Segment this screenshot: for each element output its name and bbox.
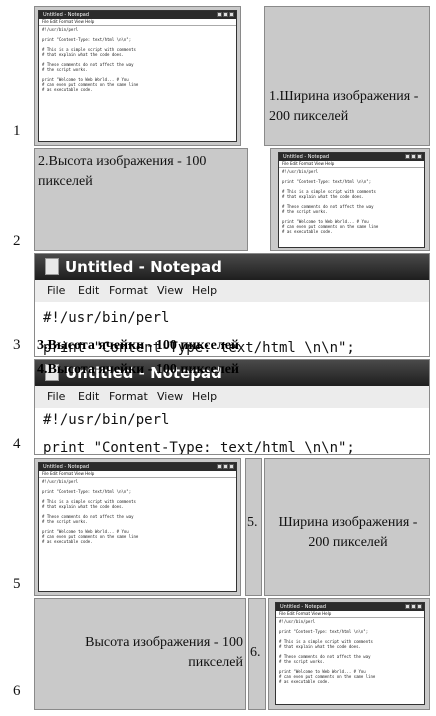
menu-edit[interactable]: Edit xyxy=(78,390,100,403)
notepad-icon xyxy=(45,364,59,381)
row4-label: 4.Высота ячейки - 100 пикселей xyxy=(37,362,239,377)
row5-prefix: 5. xyxy=(247,515,258,530)
menu-help[interactable]: Help xyxy=(192,284,218,297)
row1-image-cell: Untitled - Notepad File Edit Format View… xyxy=(34,6,241,146)
thumb-menubar: File Edit Format View Help xyxy=(39,19,236,26)
row-number-1: 1 xyxy=(13,123,21,139)
thumb-window-buttons xyxy=(217,12,234,17)
row1-text-cell: 1.Ширина изображения - 200 пикселей xyxy=(264,6,430,146)
thumb-titlebar xyxy=(39,463,236,471)
thumb-title: Untitled - Notepad xyxy=(43,12,90,18)
row5-label: Ширина изображения - 200 пикселей xyxy=(278,515,418,550)
row-number-2: 2 xyxy=(13,233,21,249)
thumb-titlebar xyxy=(39,11,236,19)
row6-label: Высота изображения - 100 пикселей xyxy=(85,635,243,670)
thumb-menubar: File Edit Format View Help xyxy=(39,471,236,478)
menu-file[interactable]: File xyxy=(47,390,66,403)
thumb-titlebar xyxy=(279,153,424,161)
menu-view[interactable]: View xyxy=(157,390,184,403)
menu-format[interactable]: Format xyxy=(109,284,148,297)
row6-text-cell: Высота изображения - 100 пикселей xyxy=(34,598,246,710)
thumb-title: Untitled - Notepad xyxy=(283,154,330,160)
notepad-text-area: #!/usr/bin/perl print "Content-Type: tex… xyxy=(35,302,429,356)
row2-label: 2.Высота изображения - 100 пикселей xyxy=(38,154,207,189)
notepad-titlebar: Untitled - Notepad xyxy=(35,360,429,386)
notepad-menubar: File Edit Format View Help xyxy=(35,386,429,409)
notepad-icon xyxy=(45,258,59,275)
row4-notepad-cell: Untitled - Notepad File Edit Format View… xyxy=(34,359,430,455)
row6-prefix: 6. xyxy=(250,645,261,660)
thumb-titlebar xyxy=(276,603,424,611)
thumb-title: Untitled - Notepad xyxy=(280,604,327,610)
row1-label: 1.Ширина изображения - 200 пикселей xyxy=(269,89,419,124)
notepad-thumbnail: Untitled - Notepad File Edit Format View… xyxy=(278,152,425,248)
thumb-code: #!/usr/bin/perl print "Content-Type: tex… xyxy=(42,479,139,544)
notepad-title: Untitled - Notepad xyxy=(65,258,222,276)
thumb-code: #!/usr/bin/perl print "Content-Type: tex… xyxy=(279,619,376,684)
thumb-code: #!/usr/bin/perl print "Content-Type: tex… xyxy=(42,27,139,92)
row3-label: 3.Высота ячейки - 100 пикселей xyxy=(37,338,239,353)
notepad-text-area: #!/usr/bin/perl print "Content-Type: tex… xyxy=(35,408,429,454)
menu-view[interactable]: View xyxy=(157,284,184,297)
notepad-thumbnail: Untitled - Notepad File Edit Format View… xyxy=(38,10,237,142)
thumb-menubar: File Edit Format View Help xyxy=(276,611,424,618)
notepad-titlebar: Untitled - Notepad xyxy=(35,254,429,280)
thumb-code: #!/usr/bin/perl print "Content-Type: tex… xyxy=(282,169,379,234)
row-number-5: 5 xyxy=(13,576,21,592)
row5-prefix-cell: 5. xyxy=(245,458,262,596)
row-number-6: 6 xyxy=(13,683,21,699)
menu-help[interactable]: Help xyxy=(192,390,218,403)
row3-notepad-cell: Untitled - Notepad File Edit Format View… xyxy=(34,253,430,357)
row-number-3: 3 xyxy=(13,337,21,353)
thumb-window-buttons xyxy=(217,464,234,469)
row5-image-cell: Untitled - Notepad File Edit Format View… xyxy=(34,458,241,596)
menu-file[interactable]: File xyxy=(47,284,66,297)
thumb-menubar: File Edit Format View Help xyxy=(279,161,424,168)
thumb-window-buttons xyxy=(405,154,422,159)
code-line-1: #!/usr/bin/perl xyxy=(43,412,170,428)
row6-image-cell: Untitled - Notepad File Edit Format View… xyxy=(268,598,430,710)
menu-format[interactable]: Format xyxy=(109,390,148,403)
code-line-2: print "Content-Type: text/html \n\n"; xyxy=(43,340,355,356)
thumb-title: Untitled - Notepad xyxy=(43,464,90,470)
notepad-thumbnail: Untitled - Notepad File Edit Format View… xyxy=(275,602,425,705)
row2-text-cell: 2.Высота изображения - 100 пикселей xyxy=(34,148,248,251)
thumb-window-buttons xyxy=(405,604,422,609)
row6-prefix-cell: 6. xyxy=(248,598,266,710)
row5-text-cell: Ширина изображения - 200 пикселей xyxy=(264,458,430,596)
row-number-4: 4 xyxy=(13,436,21,452)
notepad-title: Untitled - Notepad xyxy=(65,364,222,382)
notepad-thumbnail: Untitled - Notepad File Edit Format View… xyxy=(38,462,237,592)
code-line-1: #!/usr/bin/perl xyxy=(43,310,170,326)
menu-edit[interactable]: Edit xyxy=(78,284,100,297)
code-line-2: print "Content-Type: text/html \n\n"; xyxy=(43,440,355,455)
row2-image-cell: Untitled - Notepad File Edit Format View… xyxy=(270,148,430,251)
notepad-menubar: File Edit Format View Help xyxy=(35,280,429,303)
